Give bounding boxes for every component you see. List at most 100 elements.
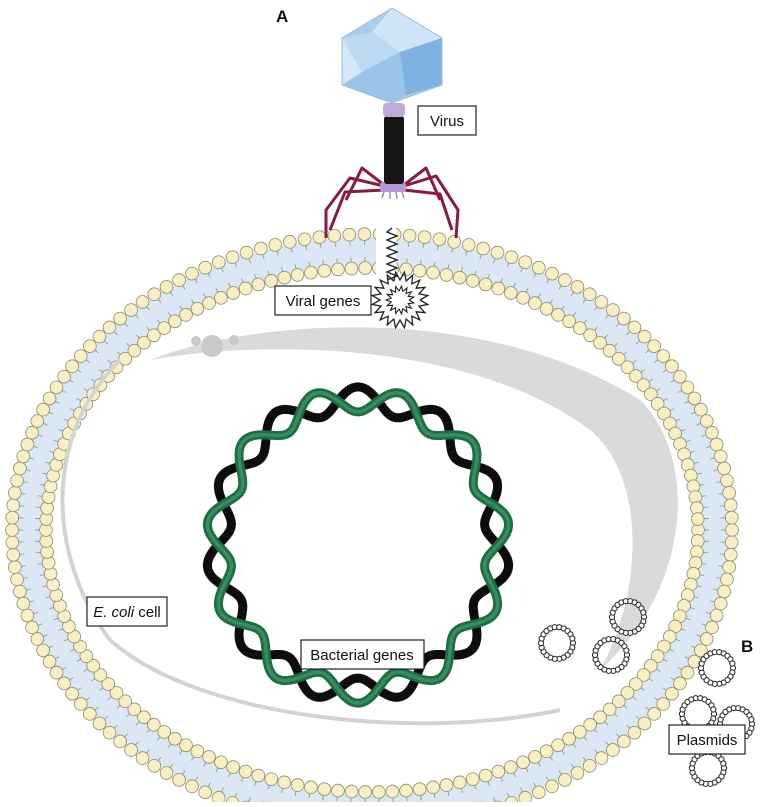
lipid-head bbox=[617, 735, 630, 748]
lipid-head bbox=[345, 262, 358, 275]
label-viral-genes-text: Viral genes bbox=[286, 293, 361, 310]
label-plasmids-text: Plasmids bbox=[677, 732, 738, 749]
lipid-head bbox=[58, 677, 71, 690]
lipid-head bbox=[31, 633, 44, 646]
lipid-head bbox=[413, 264, 426, 277]
lipid-head bbox=[552, 739, 565, 752]
lipid-head bbox=[252, 278, 265, 291]
lipid-head bbox=[477, 242, 490, 255]
lipid-head bbox=[203, 750, 216, 763]
lipid-head bbox=[7, 548, 20, 561]
lipid-head bbox=[532, 261, 545, 274]
lipid-head bbox=[305, 266, 318, 279]
lipid-head bbox=[400, 263, 413, 276]
lipid-head bbox=[74, 350, 87, 363]
lipid-head bbox=[148, 288, 161, 301]
lipid-head bbox=[226, 251, 239, 264]
lipid-head bbox=[180, 739, 193, 752]
lipid-head bbox=[725, 511, 738, 524]
lipid-head bbox=[638, 330, 651, 343]
lipid-head bbox=[254, 242, 267, 255]
lipid-head bbox=[83, 707, 96, 720]
lipid-head bbox=[453, 271, 466, 284]
lipid-head bbox=[358, 228, 371, 241]
lipid-head bbox=[199, 261, 212, 274]
lipid-head bbox=[688, 392, 701, 405]
lipid-head bbox=[328, 229, 341, 242]
lipid-head bbox=[517, 756, 530, 769]
lipid-head bbox=[519, 791, 532, 802]
lipid-head bbox=[26, 426, 39, 439]
phage-tail bbox=[384, 116, 404, 184]
lipid-head bbox=[724, 548, 737, 561]
lipid-head bbox=[136, 296, 149, 309]
lipid-head bbox=[83, 340, 96, 353]
lipid-head bbox=[50, 381, 63, 394]
lipid-head bbox=[186, 267, 199, 280]
phage-capsid bbox=[342, 8, 442, 103]
lipid-head bbox=[427, 781, 440, 794]
lipid-head bbox=[479, 769, 492, 782]
plasmid bbox=[689, 750, 726, 787]
lipid-head bbox=[114, 312, 127, 325]
lipid-head bbox=[343, 228, 356, 241]
lipid-head bbox=[227, 287, 240, 300]
lipid-head bbox=[6, 511, 19, 524]
lipid-head bbox=[318, 783, 331, 796]
lipid-head bbox=[583, 759, 596, 772]
lipid-head bbox=[448, 235, 461, 248]
lipid-head bbox=[595, 752, 608, 765]
lipid-head bbox=[291, 269, 304, 282]
label-bacterial-genes: Bacterial genes bbox=[301, 640, 424, 669]
lipid-head bbox=[125, 304, 138, 317]
lipid-head bbox=[700, 633, 713, 646]
lipid-head bbox=[546, 780, 559, 793]
lipid-head bbox=[706, 621, 719, 634]
lipid-head bbox=[504, 287, 517, 300]
granule bbox=[229, 335, 239, 345]
lipid-head bbox=[43, 392, 56, 405]
lipid-head bbox=[203, 297, 216, 310]
lipid-head bbox=[706, 426, 719, 439]
lipid-head bbox=[212, 791, 225, 802]
lipid-head bbox=[427, 266, 440, 279]
lipid-head bbox=[305, 781, 318, 794]
lipid-head bbox=[21, 609, 34, 622]
lipid-head bbox=[239, 765, 252, 778]
lipid-head bbox=[359, 262, 372, 275]
lipid-head bbox=[479, 278, 492, 291]
lipid-head bbox=[606, 304, 619, 317]
lipid-head bbox=[240, 246, 253, 259]
lipid-head bbox=[199, 786, 212, 799]
lipid-head bbox=[13, 585, 26, 598]
lipid-head bbox=[103, 726, 116, 739]
lipid-head bbox=[386, 785, 399, 798]
lipid-head bbox=[93, 717, 106, 730]
lipid-head bbox=[491, 246, 504, 259]
lipid-head bbox=[269, 239, 282, 252]
lipid-head bbox=[540, 745, 553, 758]
lipid-head bbox=[532, 786, 545, 799]
lipid-head bbox=[606, 744, 619, 757]
lipid-head bbox=[466, 274, 479, 287]
lipid-head bbox=[517, 291, 530, 304]
lipid-head bbox=[93, 330, 106, 343]
lipid-head bbox=[440, 779, 453, 792]
lipid-head bbox=[583, 288, 596, 301]
lipid-head bbox=[571, 281, 584, 294]
lipid-head bbox=[66, 360, 79, 373]
lipid-head bbox=[628, 321, 641, 334]
lipid-head bbox=[718, 462, 731, 475]
lipid-head bbox=[466, 773, 479, 786]
lipid-head bbox=[11, 474, 24, 487]
lipid-head bbox=[173, 274, 186, 287]
label-ecoli-suffix: cell bbox=[134, 604, 161, 621]
lipid-head bbox=[37, 403, 50, 416]
lipid-head bbox=[66, 687, 79, 700]
lipid-head bbox=[359, 786, 372, 799]
label-virus-text: Virus bbox=[430, 113, 464, 130]
lipid-head bbox=[313, 231, 326, 244]
lipid-head bbox=[332, 784, 345, 797]
lipid-head bbox=[191, 745, 204, 758]
